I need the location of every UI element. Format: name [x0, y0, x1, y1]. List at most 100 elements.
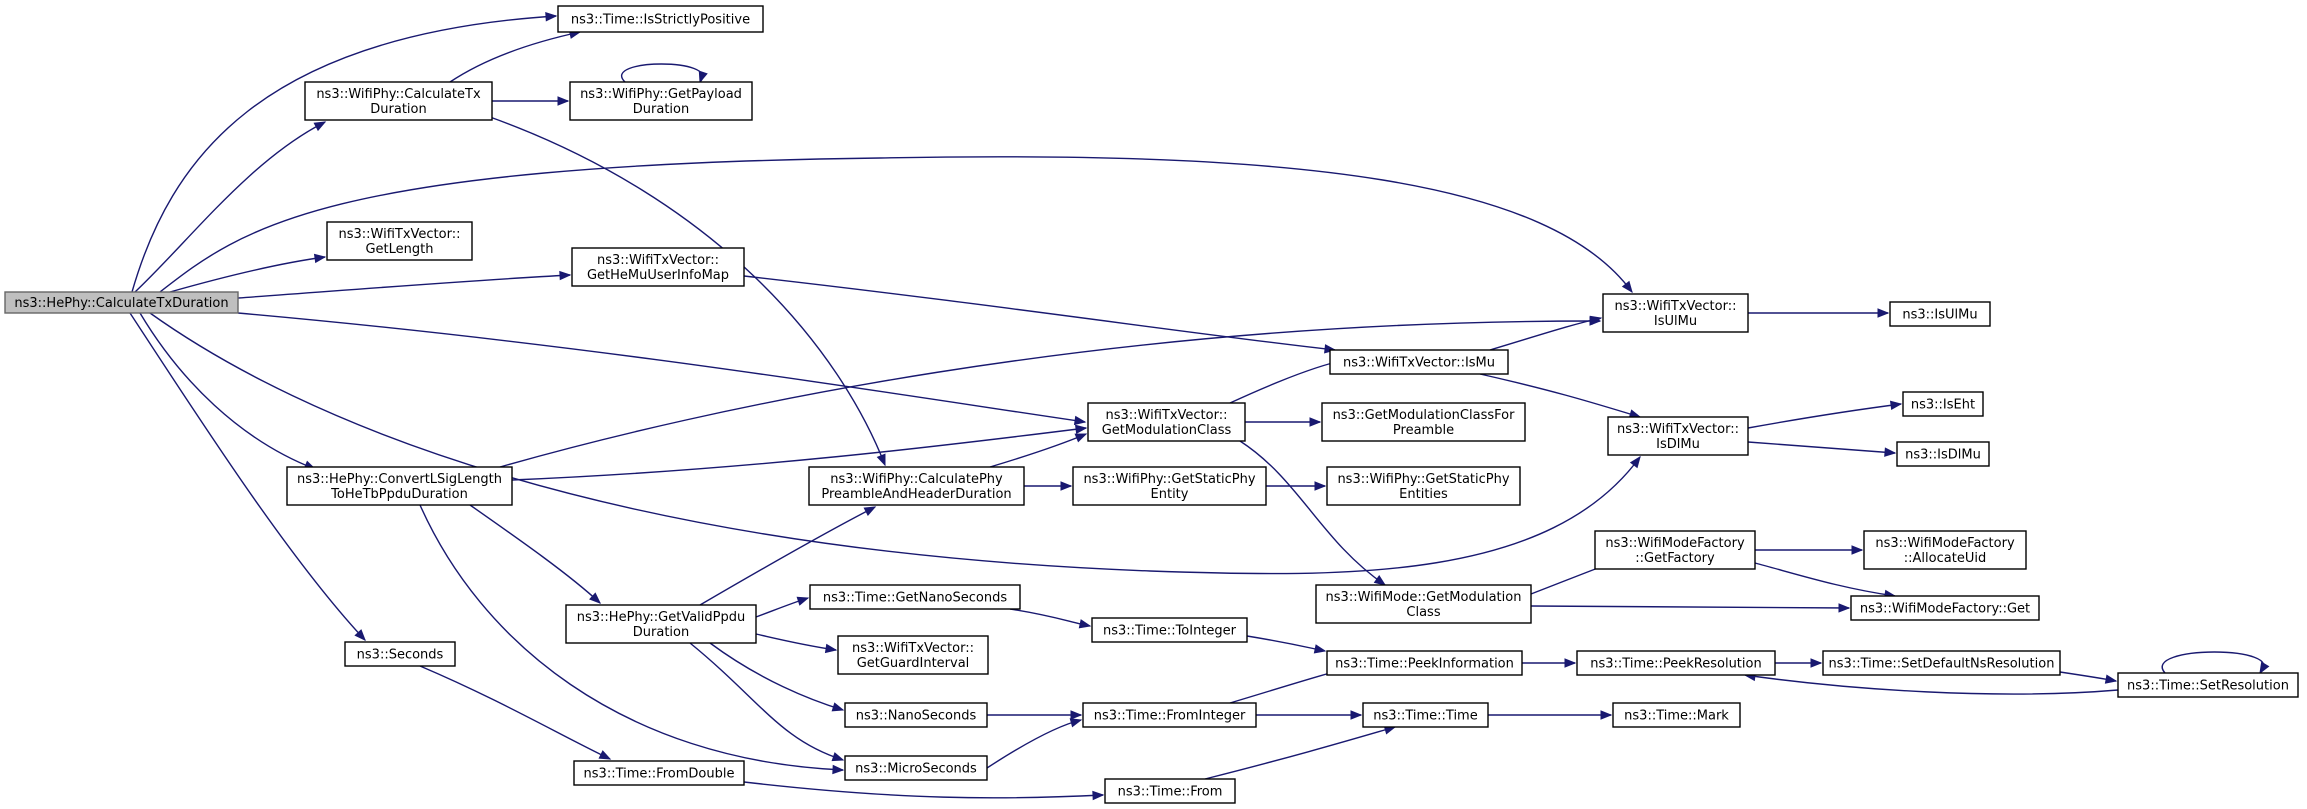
node-label: ns3::WifiMode::GetModulation [1326, 590, 1522, 605]
node-getFactory[interactable]: ns3::WifiModeFactory::GetFactory [1594, 530, 1756, 570]
node-isEht[interactable]: ns3::IsEht [1902, 391, 1984, 417]
node-fromInteger[interactable]: ns3::Time::FromInteger [1082, 702, 1257, 728]
node-isMu[interactable]: ns3::WifiTxVector::IsMu [1329, 349, 1509, 375]
node-box [1896, 441, 1990, 467]
node-label: ns3::Time::PeekInformation [1335, 657, 1514, 672]
edge-root-to-getLength [169, 253, 327, 293]
arrowhead [1629, 455, 1641, 469]
arrowhead [1600, 710, 1613, 720]
node-getLength[interactable]: ns3::WifiTxVector::GetLength [326, 221, 473, 261]
edge-calcPhyPreamble-to-getModulationClass [989, 433, 1088, 468]
edge-wifiPhyCalcTx-to-getPayloadDuration [492, 96, 570, 106]
edge-line [743, 781, 1104, 799]
edge-line [1229, 359, 1346, 404]
node-label: ns3::Time::SetDefaultNsResolution [1829, 657, 2055, 672]
node-root[interactable]: ns3::HePhy::CalculateTxDuration [4, 291, 239, 314]
node-txIsUlMu[interactable]: ns3::WifiTxVector::IsUlMu [1602, 293, 1749, 333]
node-txIsDlMu[interactable]: ns3::WifiTxVector::IsDlMu [1607, 416, 1749, 456]
node-box [1329, 349, 1509, 375]
node-box [1863, 530, 2027, 570]
edge-line [469, 504, 601, 604]
edge-line [699, 506, 876, 606]
node-isDlMu[interactable]: ns3::IsDlMu [1896, 441, 1990, 467]
edge-convertLSig-to-txIsUlMu [499, 316, 1602, 468]
node-factoryGet[interactable]: ns3::WifiModeFactory::Get [1850, 595, 2040, 621]
node-allocateUid[interactable]: ns3::WifiModeFactory::AllocateUid [1863, 530, 2027, 570]
node-label: ns3::WifiTxVector::IsMu [1343, 356, 1495, 371]
node-toInteger[interactable]: ns3::Time::ToInteger [1091, 617, 1248, 643]
node-label: ns3::HePhy::ConvertLSigLength [297, 472, 502, 487]
edge-root-to-txIsUlMu [159, 156, 1633, 294]
edge-line [131, 15, 557, 293]
edge-getValidPpdu-to-microSeconds [689, 642, 845, 762]
node-label: ns3::GetModulationClassFor [1333, 408, 1516, 423]
node-nanoSeconds[interactable]: ns3::NanoSeconds [844, 702, 988, 728]
node-wifiPhyCalcTx[interactable]: ns3::WifiPhy::CalculateTxDuration [304, 81, 493, 121]
edge-getValidPpdu-to-getNanoSeconds [755, 596, 810, 618]
node-box [844, 702, 988, 728]
node-isStrictlyPositive[interactable]: ns3::Time::IsStrictlyPositive [557, 5, 764, 33]
node-wifiModeGetModClass[interactable]: ns3::WifiMode::GetModulationClass [1315, 584, 1532, 624]
node-box [1104, 778, 1236, 804]
edge-getStaticPhyEntity-to-getStaticPhyEntities [1266, 481, 1327, 491]
arrowhead [1073, 415, 1087, 426]
node-getHeMuUserInfoMap[interactable]: ns3::WifiTxVector::GetHeMuUserInfoMap [571, 247, 745, 287]
node-box [808, 466, 1025, 506]
edge-getFactory-to-allocateUid [1755, 545, 1864, 555]
edge-root-to-isStrictlyPositive [131, 11, 558, 293]
node-box [2117, 672, 2299, 698]
node-label: ns3::WifiPhy::GetPayload [580, 87, 742, 102]
node-label: Duration [633, 102, 689, 117]
node-peekInformation[interactable]: ns3::Time::PeekInformation [1326, 650, 1523, 676]
node-setDefaultNsRes[interactable]: ns3::Time::SetDefaultNsResolution [1822, 650, 2061, 676]
arrowhead [863, 506, 877, 517]
node-label: Duration [370, 102, 426, 117]
node-getGuardInterval[interactable]: ns3::WifiTxVector::GetGuardInterval [837, 635, 989, 675]
arrowhead [557, 96, 570, 106]
node-box [1091, 617, 1248, 643]
node-box [1822, 650, 2061, 676]
edge-line [621, 63, 704, 83]
edge-time-to-mark [1488, 710, 1613, 720]
node-label: Entities [1399, 487, 1448, 502]
node-box [286, 466, 513, 506]
node-time[interactable]: ns3::Time::Time [1362, 702, 1489, 728]
arrowhead [1373, 575, 1387, 586]
call-edges [129, 11, 2270, 801]
node-from[interactable]: ns3::Time::From [1104, 778, 1236, 804]
edge-nanoSeconds-to-fromInteger [987, 710, 1083, 720]
node-label: ns3::Seconds [357, 648, 444, 663]
node-box [1607, 416, 1749, 456]
node-getModulationClass[interactable]: ns3::WifiTxVector::GetModulationClass [1087, 402, 1246, 442]
node-label: ns3::IsUlMu [1902, 308, 1977, 323]
node-getNanoSeconds[interactable]: ns3::Time::GetNanoSeconds [809, 584, 1021, 610]
node-setResolution[interactable]: ns3::Time::SetResolution [2117, 672, 2299, 698]
node-mark[interactable]: ns3::Time::Mark [1612, 702, 1741, 728]
node-calcPhyPreamble[interactable]: ns3::WifiPhy::CalculatePhyPreambleAndHea… [808, 466, 1025, 506]
node-label: Duration [633, 625, 689, 640]
node-microSeconds[interactable]: ns3::MicroSeconds [844, 755, 988, 781]
edge-toInteger-to-peekInformation [1246, 635, 1327, 654]
node-convertLSig[interactable]: ns3::HePhy::ConvertLSigLengthToHeTbPpduD… [286, 466, 513, 506]
arrowhead [1074, 424, 1088, 435]
edge-root-to-getModulationClass [237, 312, 1087, 426]
edge-line [1747, 441, 1896, 454]
node-label: ns3::Time::PeekResolution [1590, 657, 1761, 672]
node-label: ns3::Time::GetNanoSeconds [823, 591, 1008, 606]
edge-getValidPpdu-to-calcPhyPreamble [699, 506, 877, 606]
node-fromDouble[interactable]: ns3::Time::FromDouble [573, 760, 745, 786]
node-peekResolution[interactable]: ns3::Time::PeekResolution [1576, 650, 1776, 676]
edge-line [419, 504, 844, 771]
edge-root-to-convertLSig [139, 312, 317, 470]
node-isUlMu[interactable]: ns3::IsUlMu [1889, 301, 1991, 327]
node-label: ns3::Time::SetResolution [2127, 679, 2289, 694]
edge-line [986, 719, 1082, 769]
call-nodes: ns3::HePhy::CalculateTxDurationns3::Time… [4, 5, 2299, 804]
edge-txIsUlMu-to-isUlMu [1748, 308, 1890, 318]
node-seconds[interactable]: ns3::Seconds [344, 641, 456, 667]
